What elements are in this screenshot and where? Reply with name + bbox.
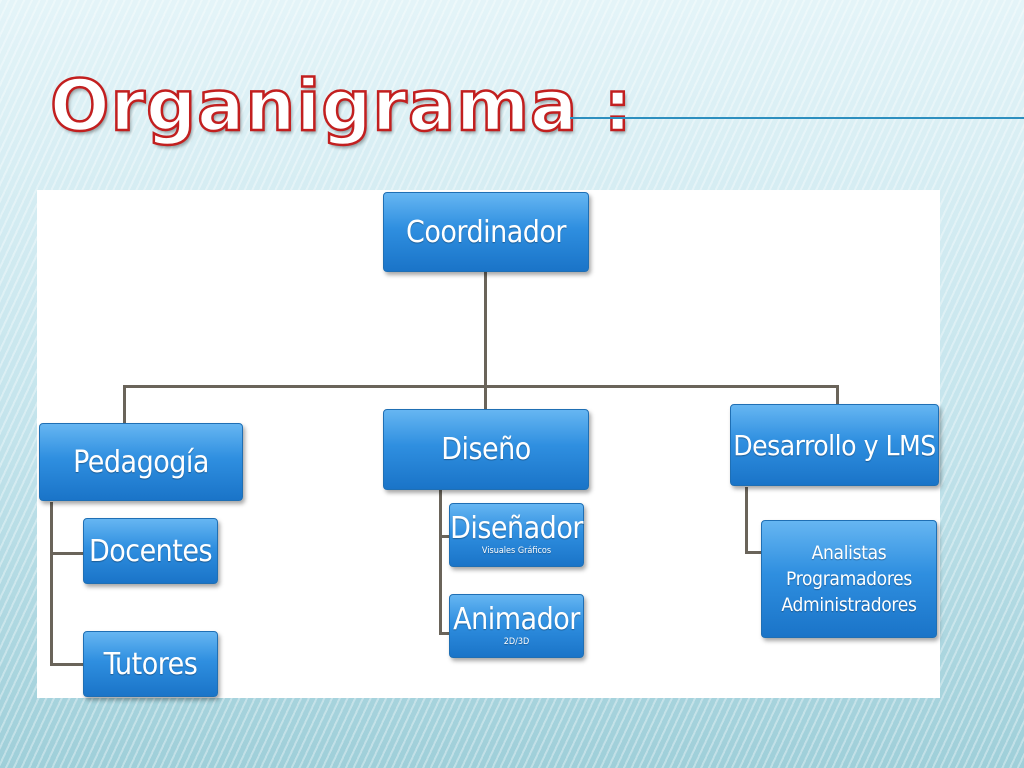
node-desarrollo: Desarrollo y LMS <box>730 404 939 486</box>
connector-root-trunk <box>484 272 487 387</box>
node-animador-label: Animador <box>453 602 580 637</box>
node-tutores: Tutores <box>83 631 218 697</box>
org-chart: Coordinador Pedagogía Diseño Desarrollo … <box>37 190 940 698</box>
connector-to-docentes <box>50 552 83 555</box>
connector-diseno-stem <box>439 490 442 635</box>
node-staff-line-1: Analistas <box>811 542 887 564</box>
title-rule <box>570 117 1024 119</box>
connector-to-pedagogia <box>123 385 126 423</box>
connector-to-diseno <box>484 385 487 409</box>
connector-to-staff <box>745 551 761 554</box>
node-disenador: Diseñador Visuales Gráficos <box>449 503 584 567</box>
node-animador-note: 2D/3D <box>503 637 530 647</box>
connector-to-desarrollo <box>836 385 839 405</box>
node-coordinador-label: Coordinador <box>406 214 566 250</box>
connector-pedagogia-stem <box>50 502 53 666</box>
node-docentes: Docentes <box>83 518 218 584</box>
node-disenador-note: Visuales Gráficos <box>481 546 552 556</box>
node-diseno: Diseño <box>383 409 589 490</box>
node-tutores-label: Tutores <box>103 646 198 682</box>
node-coordinador: Coordinador <box>383 192 589 272</box>
slide-title: Organigrama : <box>49 65 633 148</box>
connector-to-animador <box>439 632 449 635</box>
node-diseno-label: Diseño <box>441 432 531 467</box>
node-animador: Animador 2D/3D <box>449 594 584 658</box>
node-disenador-label: Diseñador <box>450 511 583 546</box>
node-staff-line-3: Administradores <box>781 594 917 616</box>
node-pedagogia-label: Pedagogía <box>73 444 209 480</box>
node-pedagogia: Pedagogía <box>39 423 243 501</box>
connector-to-disenador <box>439 535 449 538</box>
connector-to-tutores <box>50 663 83 666</box>
node-desarrollo-label: Desarrollo y LMS <box>733 428 936 462</box>
node-staff: Analistas Programadores Administradores <box>761 520 937 638</box>
connector-horizontal-bar <box>123 385 839 388</box>
node-staff-line-2: Programadores <box>786 568 912 590</box>
connector-desarrollo-stem <box>745 487 748 553</box>
node-docentes-label: Docentes <box>88 533 213 569</box>
